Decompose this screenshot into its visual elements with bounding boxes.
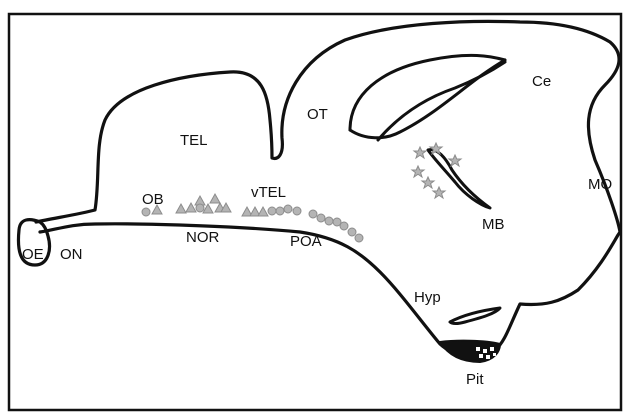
label-MO: MO (588, 176, 612, 193)
tectum-fold-inner (378, 62, 505, 140)
label-TEL: TEL (180, 132, 208, 149)
label-ON: ON (60, 246, 83, 263)
tectum-fold-outer (350, 55, 505, 130)
label-OE: OE (22, 246, 44, 263)
label-vTEL: vTEL (251, 184, 286, 201)
midbrain-structure (428, 150, 490, 208)
pituitary-gland (440, 341, 500, 362)
brain-outline (36, 21, 620, 356)
hypothalamus-structure (450, 308, 500, 324)
circle-markers (142, 204, 363, 242)
label-POA: POA (290, 233, 322, 250)
label-NOR: NOR (186, 229, 220, 246)
label-Pit: Pit (466, 371, 484, 388)
label-MB: MB (482, 216, 505, 233)
label-OT: OT (307, 106, 328, 123)
label-Ce: Ce (532, 73, 551, 90)
label-Hyp: Hyp (414, 289, 441, 306)
label-OB: OB (142, 191, 164, 208)
